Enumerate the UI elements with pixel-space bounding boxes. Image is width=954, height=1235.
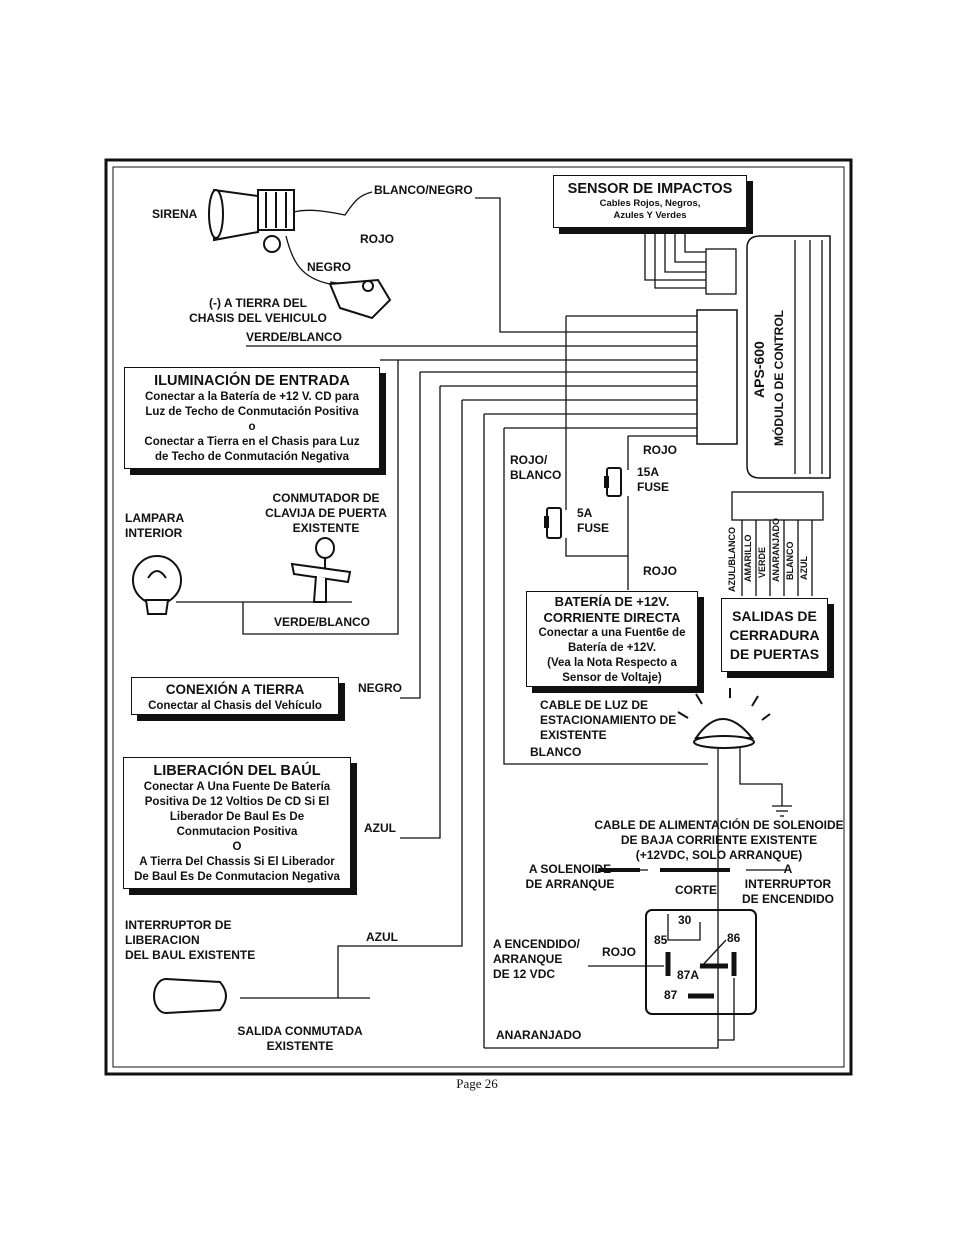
cut-label: CORTE: [675, 883, 717, 897]
battery-box: BATERÍA DE +12V. CORRIENTE DIRECTA Conec…: [526, 591, 698, 687]
lock-wire-azul: AZUL: [799, 556, 809, 580]
ignition-12v-label: A ENCENDIDO/ ARRANQUE DE 12 VDC: [493, 937, 580, 981]
chassis-ground-label: (-) A TIERRA DEL CHASIS DEL VEHICULO: [189, 296, 327, 325]
relay-pin-87a: 87A: [677, 968, 700, 982]
battery-title: BATERÍA DE +12V. CORRIENTE DIRECTA: [543, 594, 681, 625]
sensor-text: Cables Rojos, Negros, Azules Y Verdes: [599, 198, 701, 221]
wire-label-verde-blanco-bottom: VERDE/BLANCO: [274, 615, 371, 629]
lock-wire-azul-blanco: AZUL/BLANCO: [727, 527, 737, 592]
wire-label-rojo: ROJO: [360, 232, 395, 246]
wire-label-negro: NEGRO: [307, 260, 352, 274]
wire-label-rojo-relay: ROJO: [602, 945, 637, 959]
siren-label: SIRENA: [152, 207, 198, 221]
ground-connection-title: CONEXIÓN A TIERRA: [165, 682, 305, 697]
switched-output-label: SALIDA CONMUTADA EXISTENTE: [237, 1024, 363, 1053]
door-lock-outputs-title: SALIDAS DE CERRADURA DE PUERTAS: [729, 608, 820, 662]
lock-wire-verde: VERDE: [757, 546, 767, 578]
wire-label-anaranjado: ANARANJADO: [496, 1028, 582, 1042]
page-number: Page 26: [456, 1076, 498, 1091]
ground-bracket-icon: [328, 278, 392, 320]
entry-illumination-text: Conectar a la Batería de +12 V. CD para …: [144, 391, 360, 463]
door-lock-outputs-box: SALIDAS DE CERRADURA DE PUERTAS: [721, 598, 828, 672]
trunk-release-box: LIBERACIÓN DEL BAÚL Conectar A Una Fuent…: [123, 757, 351, 889]
wire-label-rojo-blanco: ROJO/ BLANCO: [510, 453, 562, 482]
module-name: MÓDULO DE CONTROL: [772, 310, 786, 446]
to-solenoid-label: A SOLENOIDE DE ARRANQUE: [525, 862, 615, 891]
relay-pin-30: 30: [678, 913, 692, 927]
door-switch-icon: [290, 537, 352, 603]
lock-wire-anaranjado: ANARANJADO: [771, 517, 781, 582]
wire-label-verde-blanco-top: VERDE/BLANCO: [246, 330, 343, 344]
fuse-5a-label: 5A FUSE: [577, 506, 610, 535]
sensor-box: SENSOR DE IMPACTOS Cables Rojos, Negros,…: [553, 175, 747, 228]
wire-label-blanco: BLANCO: [530, 745, 582, 759]
trunk-switch-label: INTERRUPTOR DE LIBERACION DEL BAUL EXIST…: [125, 918, 256, 962]
ground-connection-box: CONEXIÓN A TIERRA Conectar al Chasis del…: [131, 677, 339, 715]
trunk-switch-icon: [153, 978, 227, 1014]
fuse-15a-label: 15A FUSE: [637, 465, 670, 494]
wire-label-blanco-negro: BLANCO/NEGRO: [374, 183, 473, 197]
solenoid-cable-label: CABLE DE ALIMENTACIÓN DE SOLENOIDE DE BA…: [594, 818, 844, 862]
wire-label-rojo-fuse: ROJO: [643, 443, 678, 457]
relay-pin-87: 87: [664, 988, 678, 1002]
wire-label-azul-switch: AZUL: [366, 930, 398, 944]
battery-text: Conectar a una Fuent6e de Batería de +12…: [538, 627, 686, 684]
parking-light-icon: [677, 688, 771, 749]
ground-connection-text: Conectar al Chasis del Vehículo: [148, 700, 322, 712]
trunk-release-text: Conectar A Una Fuente De Batería Positiv…: [134, 781, 340, 883]
relay-pin-86: 86: [727, 931, 741, 945]
lock-wire-amarillo: AMARILLO: [743, 534, 753, 583]
wire-label-negro-ground: NEGRO: [358, 681, 403, 695]
lamp-icon: [132, 555, 182, 615]
lamp-label: LAMPARA INTERIOR: [125, 511, 185, 540]
siren-icon: [208, 188, 295, 253]
entry-illumination-box: ILUMINACIÓN DE ENTRADA Conectar a la Bat…: [124, 367, 380, 469]
module-model: APS-600: [751, 341, 767, 398]
door-switch-label: CONMUTADOR DE CLAVIJA DE PUERTA EXISTENT…: [265, 491, 387, 535]
wire-label-azul-trunk: AZUL: [364, 821, 396, 835]
entry-illumination-title: ILUMINACIÓN DE ENTRADA: [154, 373, 350, 389]
parking-light-label: CABLE DE LUZ DE ESTACIONAMIENTO DE EXIST…: [540, 698, 677, 742]
sensor-title: SENSOR DE IMPACTOS: [567, 181, 733, 197]
relay-pin-85: 85: [654, 933, 668, 947]
lock-wire-blanco: BLANCO: [785, 541, 795, 581]
wire-label-rojo-battery: ROJO: [643, 564, 678, 578]
trunk-release-title: LIBERACIÓN DEL BAÚL: [153, 763, 321, 779]
to-ignition-switch-label: A INTERRUPTOR DE ENCENDIDO: [741, 862, 834, 906]
